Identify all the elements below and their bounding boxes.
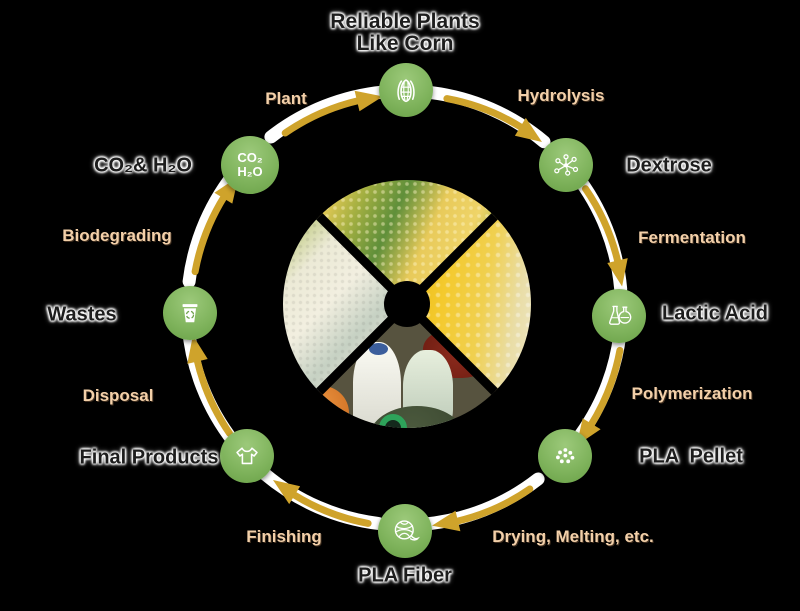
reliable-plants-label-line2: Like Corn <box>356 32 454 55</box>
center-hub-dot <box>384 281 430 327</box>
final-products-label: Final Products <box>79 446 219 469</box>
pla-fiber-label: PLA Fiber <box>358 564 452 587</box>
green-spool-ring <box>379 414 407 428</box>
stage-node-co2-h2o: CO₂ H₂O <box>221 136 279 194</box>
wastes-label: Wastes <box>47 303 117 326</box>
process-label-biodegrading: Biodegrading <box>62 226 172 245</box>
center-photo-collage <box>283 180 531 428</box>
process-label-disposal: Disposal <box>82 386 154 405</box>
tshirt-icon <box>236 447 258 465</box>
stage-node-dextrose <box>539 138 593 192</box>
corn-icon <box>397 79 415 103</box>
stage-node-final-products <box>220 429 274 483</box>
reliable-plants-label-line1: Reliable Plants <box>330 10 480 33</box>
stage-node-pla-pellet <box>538 429 592 483</box>
co2-node-line2: H₂O <box>237 164 263 179</box>
stage-node-wastes <box>163 286 217 340</box>
lactic-acid-label: Lactic Acid <box>662 302 768 325</box>
process-label-finishing: Finishing <box>246 527 322 546</box>
pla-pellet-label: PLA Pellet <box>639 445 743 468</box>
molecule-icon <box>554 154 579 176</box>
recycle-bin-icon <box>182 304 198 323</box>
yarn-ball-icon <box>394 520 420 541</box>
blue-cone-tip <box>369 343 388 355</box>
dextrose-label: Dextrose <box>626 154 712 177</box>
reliable-plants-label: Reliable Plants Like Corn <box>330 11 479 55</box>
flasks-icon <box>609 305 632 325</box>
process-label-hydrolysis: Hydrolysis <box>517 86 605 105</box>
process-label-drying-melting: Drying, Melting, etc. <box>492 527 654 546</box>
process-label-polymerization: Polymerization <box>631 384 753 403</box>
process-label-plant: Plant <box>265 89 307 108</box>
pellets-icon <box>556 448 575 464</box>
co2-h2o-label: CO₂& H₂O <box>94 154 192 177</box>
co2-node-line1: CO₂ <box>237 150 263 165</box>
stage-node-reliable-plants <box>379 63 433 117</box>
stage-node-pla-fiber <box>378 504 432 558</box>
stage-node-lactic-acid <box>592 289 646 343</box>
process-label-fermentation: Fermentation <box>638 228 746 247</box>
